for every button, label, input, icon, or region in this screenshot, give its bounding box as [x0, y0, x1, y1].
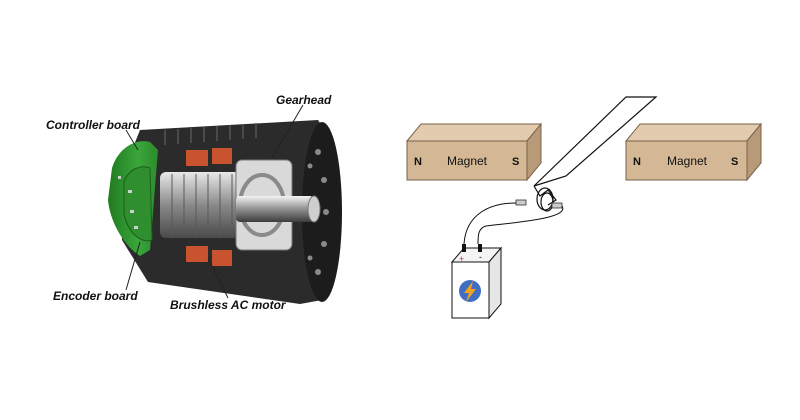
motor-cutaway — [108, 104, 342, 304]
board-components — [118, 176, 138, 229]
left-magnet-pole-n: N — [414, 156, 422, 168]
right-magnet-front — [625, 140, 748, 181]
battery-terminal-negative — [478, 244, 482, 252]
housing-fins — [164, 123, 257, 145]
callout-brushless-motor: Brushless AC motor — [170, 298, 286, 312]
right-magnet-top — [624, 123, 763, 142]
right-magnet-label: Magnet — [667, 154, 708, 168]
clip-left — [515, 199, 527, 206]
right-magnet-pole-s: S — [731, 156, 738, 168]
battery-negative-sign: - — [479, 252, 482, 262]
left-magnet-front — [406, 140, 528, 181]
clip-right — [551, 202, 563, 209]
end-cap-bolts — [307, 149, 329, 275]
left-magnet-top — [405, 123, 543, 142]
battery-wires — [463, 202, 564, 245]
stator-winding-bottom-1 — [186, 246, 208, 262]
callout-controller-board: Controller board — [46, 118, 141, 132]
output-shaft — [236, 196, 314, 222]
battery-positive-sign: + — [459, 254, 464, 264]
wire-coil — [536, 187, 554, 212]
left-magnet-pole-s: S — [512, 156, 519, 168]
callout-gearhead: Gearhead — [276, 93, 332, 107]
battery-terminal-positive — [462, 244, 466, 252]
battery-front — [451, 261, 490, 319]
left-magnet: N Magnet S — [405, 122, 543, 182]
right-magnet: N Magnet S — [624, 122, 763, 182]
encoder-board — [123, 166, 153, 242]
callout-leaders — [125, 104, 304, 299]
battery: + - — [450, 244, 503, 320]
stator-winding-bottom-2 — [212, 250, 232, 266]
stator-winding-top-1 — [186, 150, 208, 166]
left-magnet-label: Magnet — [447, 154, 488, 168]
lightning-bolt-icon — [464, 281, 476, 302]
right-magnet-pole-n: N — [633, 156, 641, 168]
shaft-end — [307, 195, 321, 223]
rotor-laminations — [171, 174, 233, 236]
stator-winding-top-2 — [212, 148, 232, 164]
callout-encoder-board: Encoder board — [53, 289, 138, 303]
